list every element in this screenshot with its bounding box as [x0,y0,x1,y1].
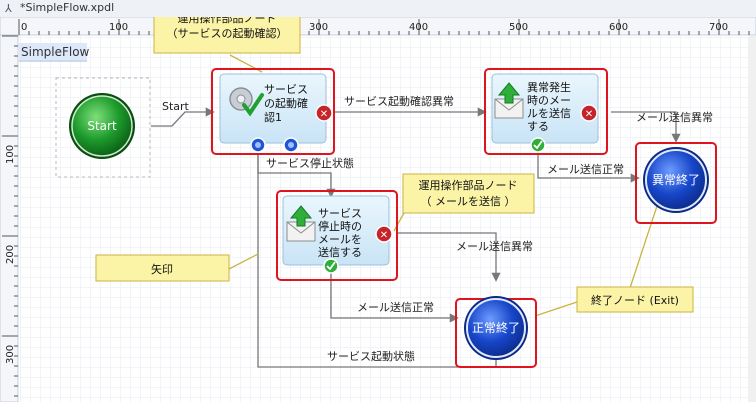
edge-label-start: Start [162,100,190,113]
svg-text:✕: ✕ [320,109,328,120]
edge-label-started: サービス起動状態 [327,349,415,363]
ruler-h-label: 400 [409,22,428,33]
callout-ops-check-l1: 運用操作部品ノード [178,17,277,25]
ruler-v-label: 200 [5,245,16,264]
edge-start-to-check[interactable] [151,107,215,127]
tab-simpleflow[interactable]: *SimpleFlow.xpdl [20,1,115,14]
highlight-end-error-node [635,142,717,224]
flow-diagram-icon: ⅄ [5,2,12,15]
highlight-mail-stop-node [276,190,398,281]
node-check-label-l1: サービス [264,83,308,96]
error-port-icon[interactable]: ✕ [375,225,393,243]
callout-end-node: 終了ノード (Exit) [576,286,694,313]
end-node-error[interactable]: 異常終了 [643,147,709,213]
end-node-error-label: 異常終了 [652,172,700,187]
ruler-h-label: 100 [109,22,128,33]
callout-arrow-label: 矢印 [151,262,173,276]
node-mail-error-label-l2: 時のメー [527,94,571,107]
node-mail-error-label-l1: 異常発生 [527,80,571,94]
leader-end-node-2 [629,202,659,289]
callout-ops-mail-l2: （ メールを送信 ） [421,194,516,208]
callout-ops-mail: 運用操作部品ノード （ メールを送信 ） [402,173,535,214]
check-mark-icon [242,93,264,117]
port-stopped-icon[interactable] [250,137,266,153]
highlight-check-node [211,68,335,155]
callout-arrow: 矢印 [95,254,230,282]
error-port-icon[interactable]: ✕ [580,104,598,122]
svg-text:✕: ✕ [380,230,388,241]
editor-tab-bar: ⅄ *SimpleFlow.xpdl [0,0,756,18]
node-check-label-l2: の起動確 [264,96,308,110]
node-mail-stop-label-l4: 送信する [318,245,362,259]
ruler-v-label: 100 [5,145,16,164]
node-mail-stop-label-l1: サービス [318,207,362,220]
node-check-label-l3: 認1 [264,110,282,124]
edge-label-mail-stop-ok: メール送信正常 [357,300,434,314]
node-mail-error-label-l4: する [527,120,549,133]
ruler-v-label: 300 [5,345,16,364]
vertical-ruler-labels: 100 200 300 [5,145,16,364]
callout-ops-check: 運用操作部品ノード （サービスの起動確認） [153,4,301,54]
vertical-ruler-ticks [2,35,18,397]
flow-title-tab [19,43,87,60]
edge-mail-error-fail[interactable] [611,111,681,143]
node-mail-error-label-l3: ルを送信 [527,106,571,120]
edge-mail-error-ok[interactable] [537,149,640,183]
start-node[interactable]: Start [69,93,135,159]
edge-label-check-error: サービス起動確認異常 [344,94,454,108]
send-arrow-icon [497,82,521,104]
svg-text:✕: ✕ [585,109,593,120]
edge-label-mail-stop-fail: メール送信異常 [456,239,533,253]
node-mail-stop-label-l3: メールを [318,233,362,246]
port-started-icon[interactable] [283,137,299,153]
ruler-h-label: 700 [709,22,728,33]
ops-node-mail-error[interactable]: 異常発生 時のメー ルを送信 する ✕ [491,73,599,153]
edge-labels: Start サービス起動確認異常 メール送信異常 メール送信正常 サービス停止状… [162,94,713,363]
ops-node-check[interactable]: サービス の起動確 認1 ✕ [219,73,333,153]
start-node-selection [55,77,151,178]
edge-label-stopped: サービス停止状態 [266,156,354,170]
vertical-scrollbar[interactable] [748,36,756,402]
callout-ops-mail-l1: 運用操作部品ノード [419,178,518,192]
edge-label-mail-error-fail: メール送信異常 [636,110,713,124]
send-arrow-icon [289,205,313,227]
end-node-normal-label: 正常終了 [472,320,520,335]
error-port-icon[interactable]: ✕ [315,104,333,122]
callout-ops-check-l2: （サービスの起動確認） [167,26,288,40]
vertical-ruler [0,34,19,402]
end-node-normal[interactable]: 正常終了 [464,296,528,360]
diagram-editor[interactable]: 0 100 200 300 400 500 600 700 100 200 30… [0,4,756,402]
leader-arrow [228,253,259,270]
ruler-h-label: 600 [609,22,628,33]
ruler-h-label: 300 [309,22,328,33]
edge-mail-stop-ok[interactable] [330,270,459,323]
edge-label-mail-error-ok: メール送信正常 [547,162,624,176]
ruler-h-label: 500 [509,22,528,33]
highlight-mail-error-node [484,68,608,155]
leader-ops-mail [393,212,405,232]
flow-title[interactable]: SimpleFlow [21,45,90,59]
edge-mail-stop-fail[interactable] [396,232,501,282]
success-port-icon[interactable] [530,137,546,153]
node-mail-stop-label-l2: 停止時の [318,219,362,233]
ruler-h-label: 0 [21,22,27,33]
ops-node-mail-stop[interactable]: サービス 停止時の メールを 送信する ✕ [282,195,393,274]
success-port-icon[interactable] [323,258,339,274]
start-node-label: Start [87,119,117,133]
callout-end-node-label: 終了ノード (Exit) [591,293,679,307]
leader-end-node [534,301,578,317]
